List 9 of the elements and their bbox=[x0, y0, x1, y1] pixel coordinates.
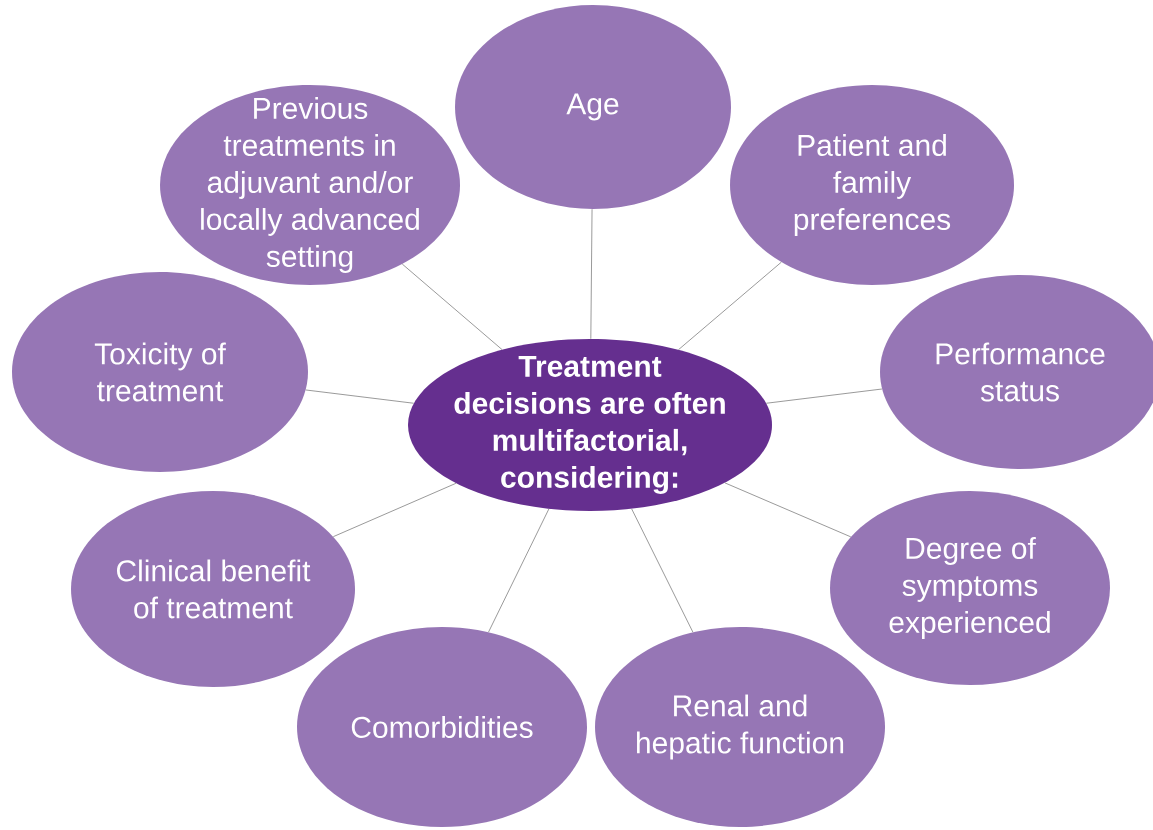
connector-line bbox=[765, 388, 883, 404]
connector-line bbox=[631, 508, 694, 633]
connector-line bbox=[488, 508, 550, 633]
connector-line bbox=[305, 389, 415, 404]
connector-line bbox=[724, 482, 852, 538]
connector-line bbox=[332, 482, 457, 538]
connector-line bbox=[590, 208, 593, 340]
connector-line bbox=[678, 261, 782, 351]
connector-line bbox=[401, 263, 503, 350]
